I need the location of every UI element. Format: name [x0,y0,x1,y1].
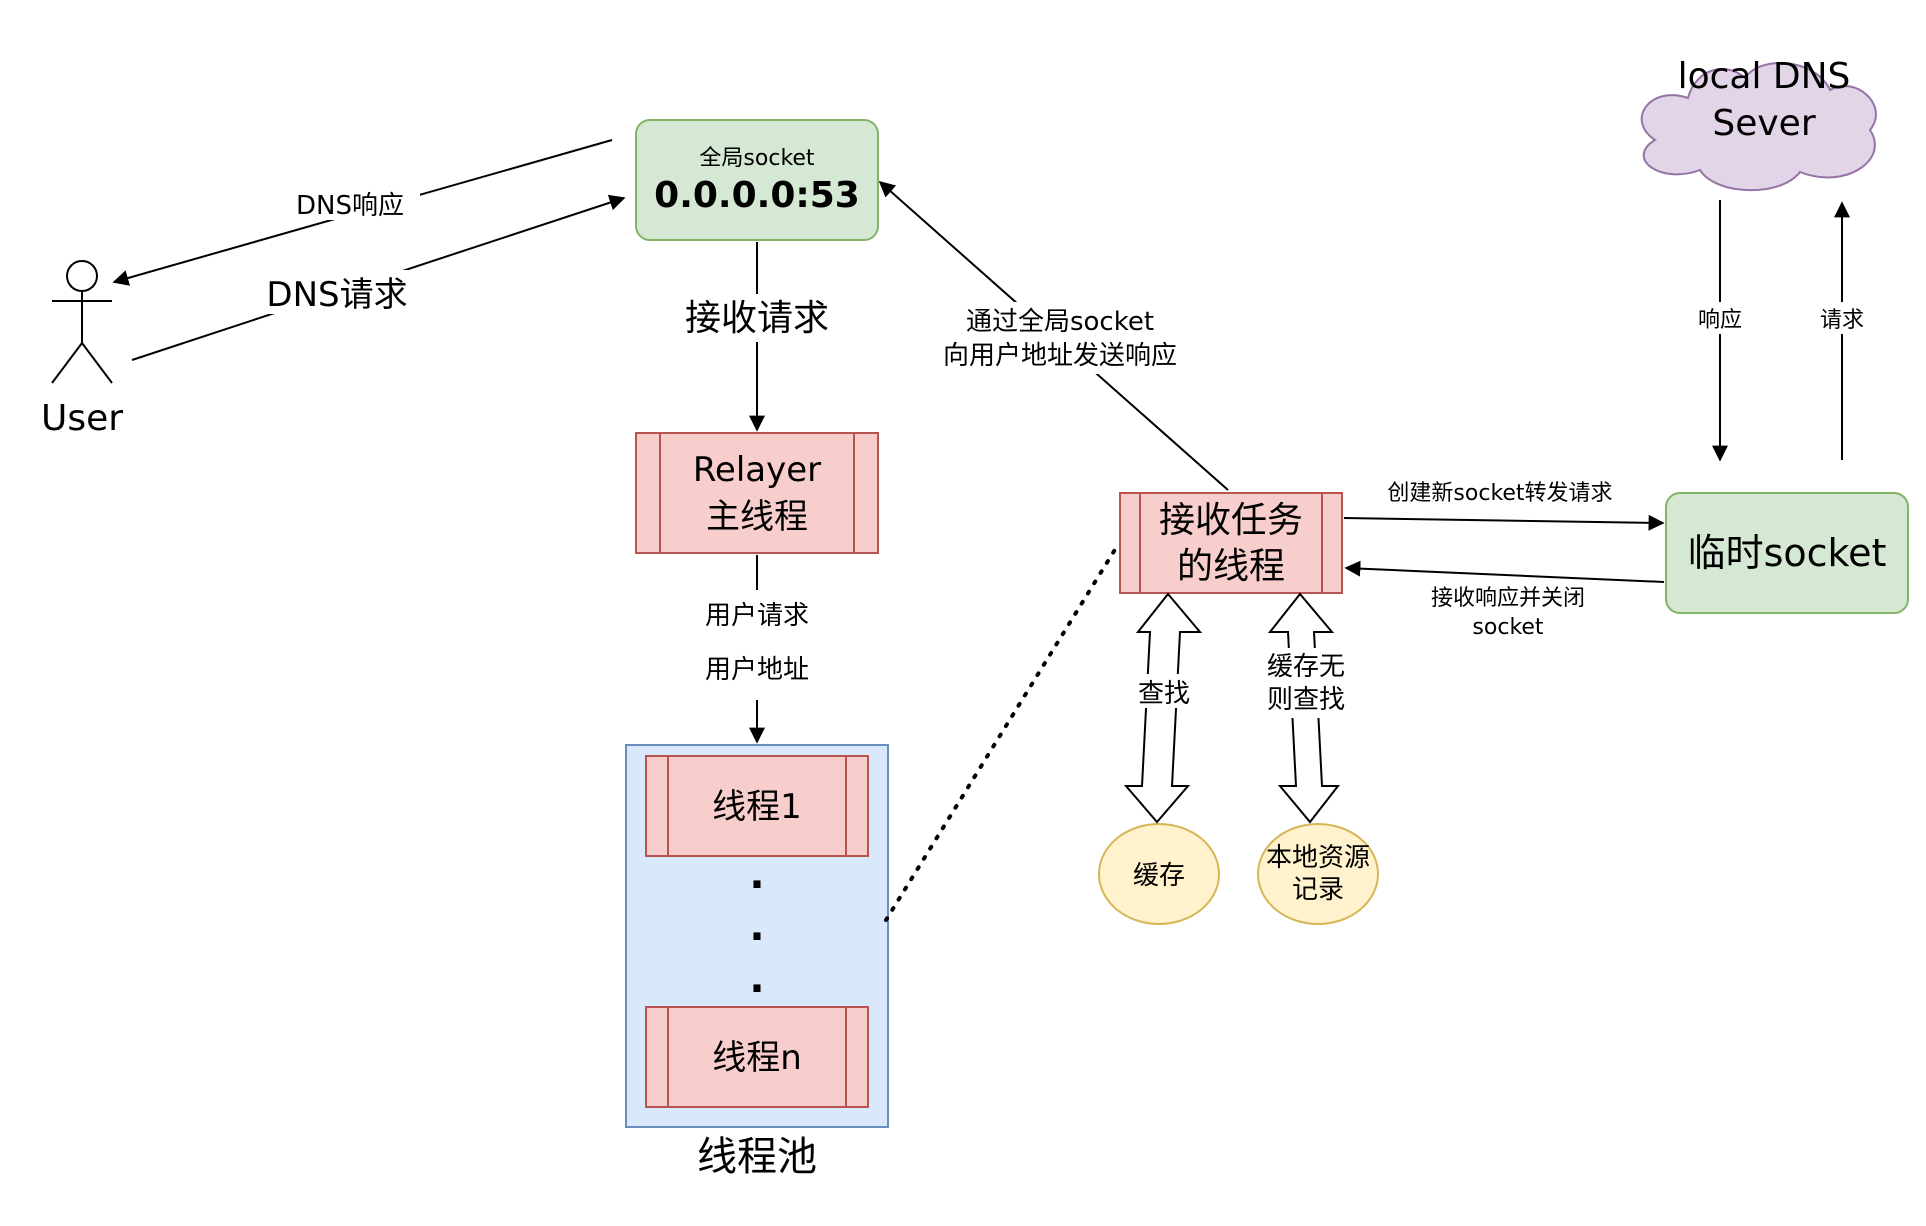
edge-upstream-request-label: 请求 [1820,308,1864,333]
edge-receive-request-label: 接收请求 [685,298,829,339]
local-records-line2: 记录 [1292,875,1344,905]
cache-label: 缓存 [1133,861,1185,891]
edge-forward-request-label: 创建新socket转发请求 [1387,481,1612,506]
edge-dns-request-label: DNS请求 [266,275,407,315]
thread-1-label: 线程1 [712,787,802,827]
temp-socket-box [1665,492,1909,614]
receiver-thread-line1: 接收任务 [1159,500,1303,541]
edge-upstream-response-label: 响应 [1698,308,1742,333]
user-label: User [41,398,123,439]
receiver-thread-box [1119,492,1343,594]
edge-forward-request [1343,514,1665,531]
edge-receive-response-line2: socket [1472,615,1544,640]
local-dns-cloud [1640,62,1877,192]
thread-dot-1: . [749,852,764,898]
edge-user-address-label: 用户地址 [705,655,809,685]
edge-send-response-line2: 向用户地址发送响应 [943,341,1177,371]
relayer-title: Relayer [693,450,821,490]
user-actor [51,260,113,384]
temp-socket-label: 临时socket [1688,531,1887,575]
thread-pool-title: 线程池 [697,1134,817,1180]
global-socket-box [635,119,879,241]
edge-user-request-label: 用户请求 [705,601,809,631]
local-records-node [1257,823,1379,925]
local-dns-line1: local DNS [1678,56,1851,97]
global-socket-caption: 全局socket [699,146,815,171]
edge-dns-response-label: DNS响应 [296,191,404,221]
edge-thread-association [884,546,1118,922]
relayer-subtitle: 主线程 [706,497,808,537]
edge-send-response-line1: 通过全局socket [966,307,1154,337]
thread-dot-3: . [749,956,764,1002]
cache-node [1098,823,1220,925]
local-records-line1: 本地资源 [1266,843,1370,873]
local-dns-line2: Sever [1712,103,1815,144]
edge-lookup-label: 查找 [1138,679,1190,709]
edge-receive-response [1344,560,1665,583]
thread-n-label: 线程n [712,1038,802,1078]
thread-n-box [645,1006,869,1108]
receiver-thread-line2: 的线程 [1177,546,1285,587]
edge-fallback-line1: 缓存无 [1267,652,1345,682]
relayer-box [635,432,879,554]
edge-fallback-line2: 则查找 [1267,685,1345,715]
thread-dot-2: . [749,904,764,950]
global-socket-address: 0.0.0.0:53 [654,175,860,216]
thread-1-box [645,755,869,857]
edge-receive-response-line1: 接收响应并关闭 [1431,586,1585,611]
